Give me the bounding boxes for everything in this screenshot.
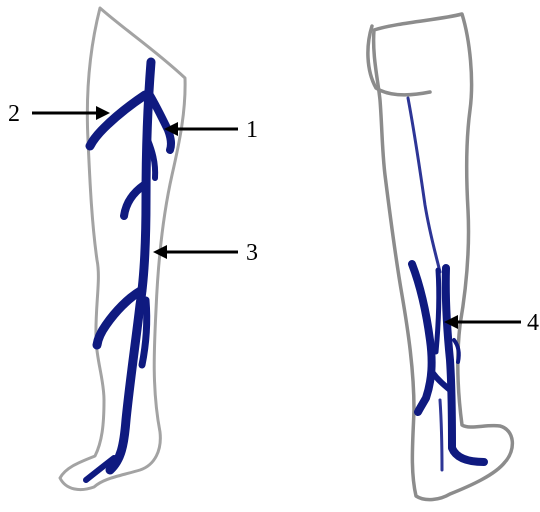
- right-leg-veins: [408, 98, 484, 470]
- label-1: 1: [246, 117, 258, 143]
- label-4: 4: [527, 310, 539, 336]
- vein-main-trunk: [110, 62, 151, 470]
- arrow-3: [153, 245, 238, 259]
- vein-branch-mid-left: [124, 185, 144, 216]
- right-leg-outline: [374, 14, 513, 500]
- vein-lower-side: [436, 270, 439, 352]
- vein-lower-heel: [440, 400, 442, 470]
- arrow-1: [164, 122, 238, 136]
- arrow-2: [32, 106, 110, 120]
- label-2: 2: [8, 101, 20, 127]
- vein-thin-upper: [408, 98, 440, 272]
- right-leg: [368, 14, 512, 500]
- arrow-4: [444, 315, 521, 329]
- label-3: 3: [246, 240, 258, 266]
- vein-branch-upper-left: [90, 95, 145, 146]
